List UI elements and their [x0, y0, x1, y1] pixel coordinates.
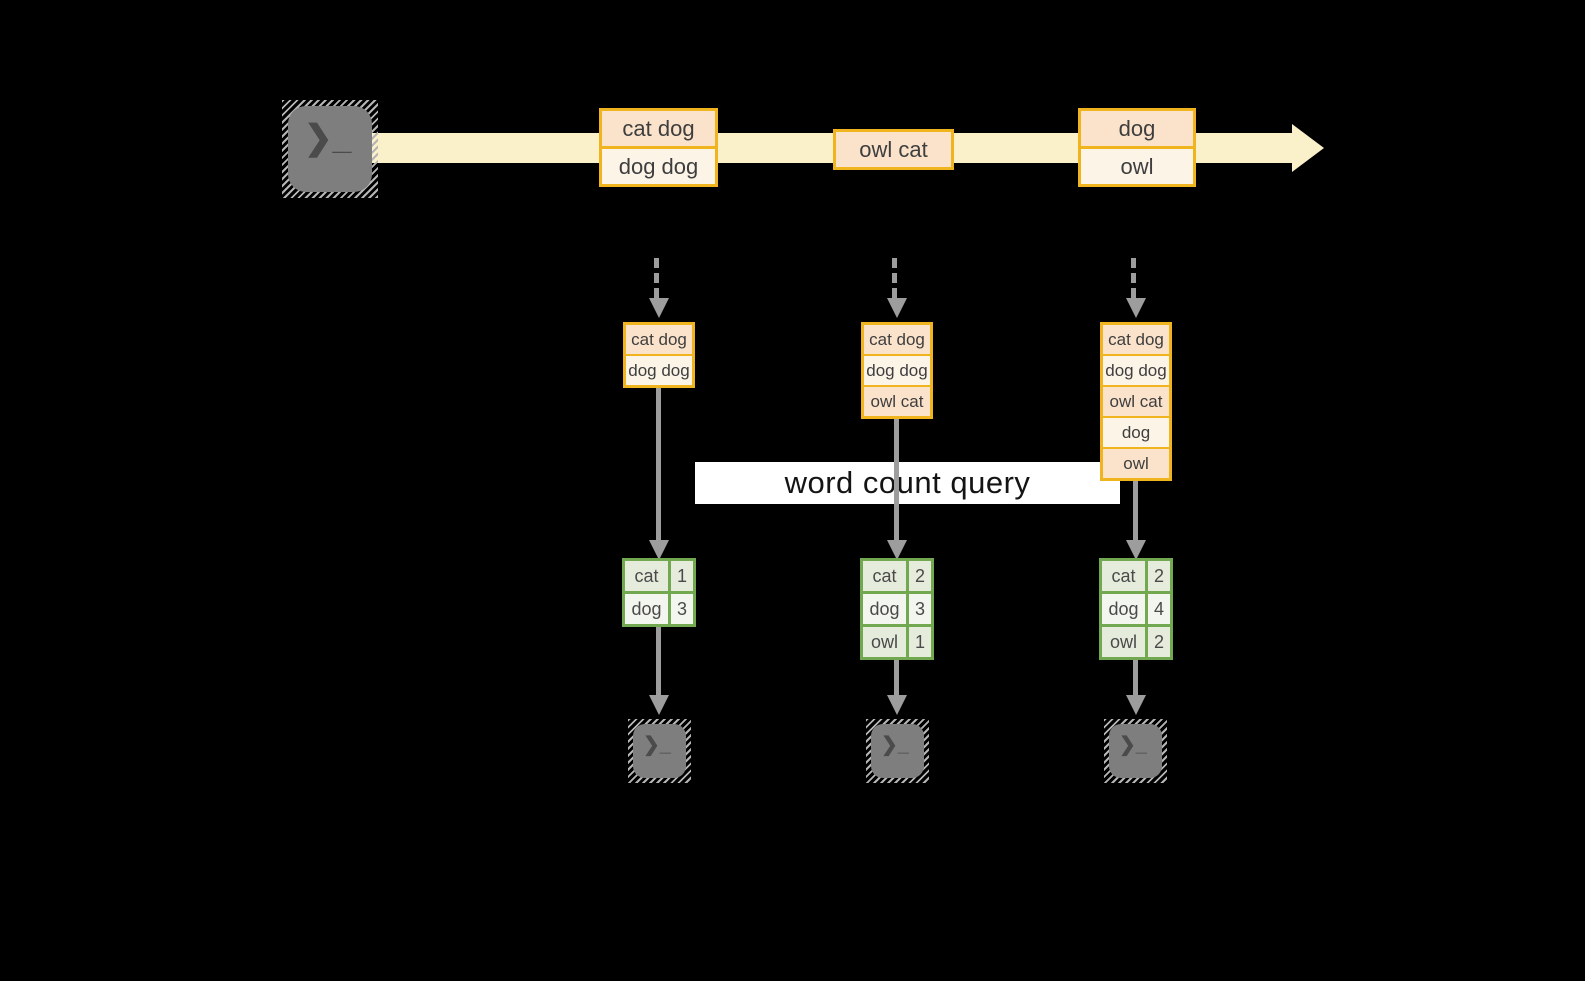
- word-cell: dog: [863, 594, 906, 624]
- word-cell: cat: [625, 561, 668, 591]
- count-row: cat 2: [863, 561, 931, 591]
- down-arrow: [1133, 481, 1138, 540]
- count-cell: 1: [909, 627, 931, 657]
- message-line: owl cat: [836, 132, 951, 167]
- consumer-terminal-icon-2: ❯_: [866, 719, 929, 783]
- buffer-line: cat dog: [864, 325, 930, 354]
- count-row: dog 4: [1102, 594, 1170, 624]
- count-cell: 2: [1148, 627, 1170, 657]
- buffer-line: owl: [1103, 447, 1169, 478]
- count-cell: 1: [671, 561, 693, 591]
- buffer-line: cat dog: [1103, 325, 1169, 354]
- dashed-down-arrow: [892, 258, 897, 298]
- down-arrow: [894, 419, 899, 540]
- count-row: cat 1: [625, 561, 693, 591]
- count-row: dog 3: [863, 594, 931, 624]
- count-table-2: cat 2 dog 3 owl 1: [860, 558, 934, 660]
- count-cell: 3: [909, 594, 931, 624]
- terminal-prompt-glyph: ❯_: [1119, 734, 1147, 756]
- stream-message-3: dog owl: [1078, 108, 1196, 187]
- count-row: owl 2: [1102, 627, 1170, 657]
- word-cell: dog: [625, 594, 668, 624]
- down-arrow: [656, 627, 661, 695]
- message-line: owl: [1081, 146, 1193, 184]
- count-row: dog 3: [625, 594, 693, 624]
- down-arrowhead-icon: [887, 695, 907, 715]
- word-cell: owl: [1102, 627, 1145, 657]
- buffer-line: dog dog: [864, 354, 930, 385]
- word-cell: cat: [863, 561, 906, 591]
- down-arrowhead-icon: [1126, 695, 1146, 715]
- down-arrow: [1133, 658, 1138, 695]
- dashed-down-arrow: [654, 258, 659, 298]
- buffer-line: cat dog: [626, 325, 692, 354]
- down-arrowhead-icon: [887, 540, 907, 560]
- consumer-terminal-icon-1: ❯_: [628, 719, 691, 783]
- consumer-terminal-icon-3: ❯_: [1104, 719, 1167, 783]
- count-cell: 4: [1148, 594, 1170, 624]
- consumer-buffer-1: cat dog dog dog: [623, 322, 695, 388]
- word-cell: owl: [863, 627, 906, 657]
- buffer-line: dog: [1103, 416, 1169, 447]
- count-table-3: cat 2 dog 4 owl 2: [1099, 558, 1173, 660]
- buffer-line: owl cat: [864, 385, 930, 416]
- consumer-buffer-3: cat dog dog dog owl cat dog owl: [1100, 322, 1172, 481]
- terminal-prompt-glyph: ❯_: [304, 119, 352, 157]
- down-arrowhead-icon: [649, 695, 669, 715]
- down-arrow: [894, 658, 899, 695]
- count-cell: 2: [1148, 561, 1170, 591]
- down-arrowhead-icon: [649, 540, 669, 560]
- count-row: cat 2: [1102, 561, 1170, 591]
- count-cell: 2: [909, 561, 931, 591]
- query-label-band: word count query: [695, 462, 1120, 504]
- stream-arrowhead-icon: [1292, 124, 1324, 172]
- dashed-down-arrow: [1131, 258, 1136, 298]
- down-arrowhead-icon: [887, 298, 907, 318]
- message-line: dog: [1081, 111, 1193, 146]
- count-cell: 3: [671, 594, 693, 624]
- stream-message-1: cat dog dog dog: [599, 108, 718, 187]
- word-cell: cat: [1102, 561, 1145, 591]
- buffer-line: dog dog: [1103, 354, 1169, 385]
- count-table-1: cat 1 dog 3: [622, 558, 696, 627]
- buffer-line: owl cat: [1103, 385, 1169, 416]
- message-line: cat dog: [602, 111, 715, 146]
- stream-message-2: owl cat: [833, 129, 954, 170]
- down-arrowhead-icon: [1126, 540, 1146, 560]
- down-arrow: [656, 388, 661, 540]
- word-cell: dog: [1102, 594, 1145, 624]
- count-row: owl 1: [863, 627, 931, 657]
- producer-terminal-icon: ❯_: [282, 100, 378, 198]
- query-label: word count query: [784, 465, 1031, 500]
- down-arrowhead-icon: [649, 298, 669, 318]
- terminal-prompt-glyph: ❯_: [643, 734, 671, 756]
- buffer-line: dog dog: [626, 354, 692, 385]
- terminal-prompt-glyph: ❯_: [881, 734, 909, 756]
- message-line: dog dog: [602, 146, 715, 184]
- consumer-buffer-2: cat dog dog dog owl cat: [861, 322, 933, 419]
- down-arrowhead-icon: [1126, 298, 1146, 318]
